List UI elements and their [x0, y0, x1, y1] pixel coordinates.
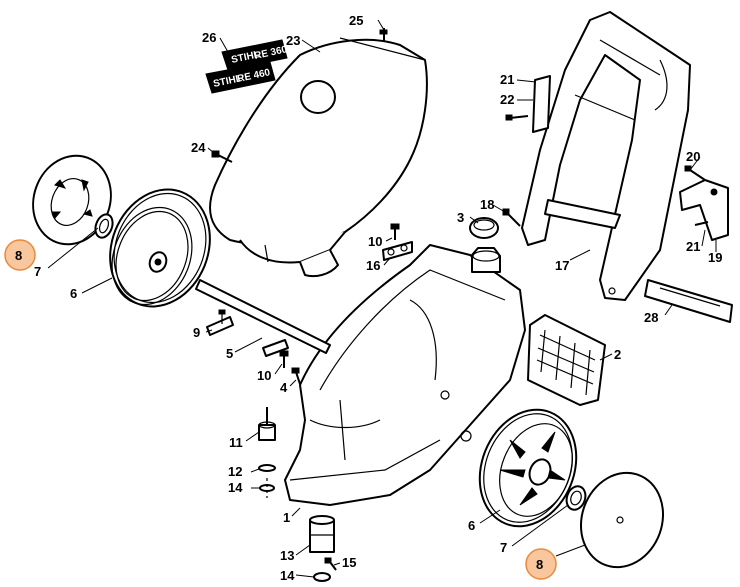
screw-15	[324, 557, 337, 571]
callout-14-bottom: 14	[280, 568, 295, 583]
callout-2: 2	[614, 347, 621, 362]
callouts: 25 26 23 24 21 22 20 21 19 17 28 18 3 10…	[15, 13, 722, 583]
callout-28: 28	[644, 310, 658, 325]
leader-lines	[47, 19, 717, 578]
clamp-19	[679, 165, 729, 241]
bracket-9	[206, 309, 234, 336]
callout-8-left: 8	[15, 248, 22, 263]
callout-8-right: 8	[536, 557, 543, 572]
hubcap-right	[579, 471, 665, 569]
callout-20: 20	[686, 149, 700, 164]
callout-5: 5	[226, 346, 233, 361]
callout-25: 25	[349, 13, 363, 28]
callout-7-left: 7	[34, 264, 41, 279]
decal-strip-28	[644, 279, 733, 323]
filler-neck	[471, 247, 501, 273]
callout-3: 3	[457, 210, 464, 225]
foot-11	[258, 407, 276, 441]
callout-6-right: 6	[468, 518, 475, 533]
clip-16	[382, 241, 413, 261]
decal-26: STIHL RE 360 K STIHL RE 460 K	[205, 39, 299, 94]
callout-12: 12	[228, 464, 242, 479]
wheel-left	[109, 188, 211, 308]
callout-23: 23	[286, 33, 300, 48]
cap-3	[469, 217, 499, 239]
bearing-right	[565, 485, 587, 511]
callout-10-bottom: 10	[257, 368, 271, 383]
callout-4: 4	[280, 380, 288, 395]
highlight-8-right	[525, 548, 557, 580]
callout-21-top: 21	[500, 72, 514, 87]
callout-7-right: 7	[500, 540, 507, 555]
screw-4	[291, 367, 301, 385]
screw-24	[211, 150, 233, 163]
highlight-8-left	[4, 239, 36, 271]
screw-10a	[390, 223, 400, 240]
callout-6-left: 6	[70, 286, 77, 301]
callout-10-top: 10	[368, 234, 382, 249]
callout-18: 18	[480, 197, 494, 212]
callout-19: 19	[708, 250, 722, 265]
clamp-22	[505, 75, 551, 133]
callout-13: 13	[280, 548, 294, 563]
screw-10b	[279, 350, 289, 368]
callout-11: 11	[229, 435, 243, 450]
nut-14a	[259, 478, 275, 498]
bracket-9b	[262, 339, 289, 357]
callout-16: 16	[366, 258, 380, 273]
callout-17: 17	[555, 258, 569, 273]
callout-15: 15	[342, 555, 356, 570]
hubcap-left	[32, 154, 112, 246]
foot-13	[309, 515, 335, 553]
callout-21-right: 21	[686, 239, 700, 254]
bearing-left	[94, 213, 114, 239]
filter-grille-2	[527, 314, 606, 406]
callout-26: 26	[202, 30, 216, 45]
nut-14b	[313, 572, 331, 582]
main-housing	[284, 244, 526, 506]
handle-frame	[521, 11, 691, 301]
callout-24: 24	[191, 140, 206, 155]
callout-14-top: 14	[228, 480, 243, 495]
washer-12	[258, 464, 276, 472]
axle-5	[195, 279, 331, 354]
callout-9: 9	[193, 325, 200, 340]
screw-18	[502, 208, 521, 227]
wheel-right	[478, 408, 578, 528]
callout-1: 1	[283, 510, 290, 525]
callout-22: 22	[500, 92, 514, 107]
hood-cover	[209, 37, 428, 278]
